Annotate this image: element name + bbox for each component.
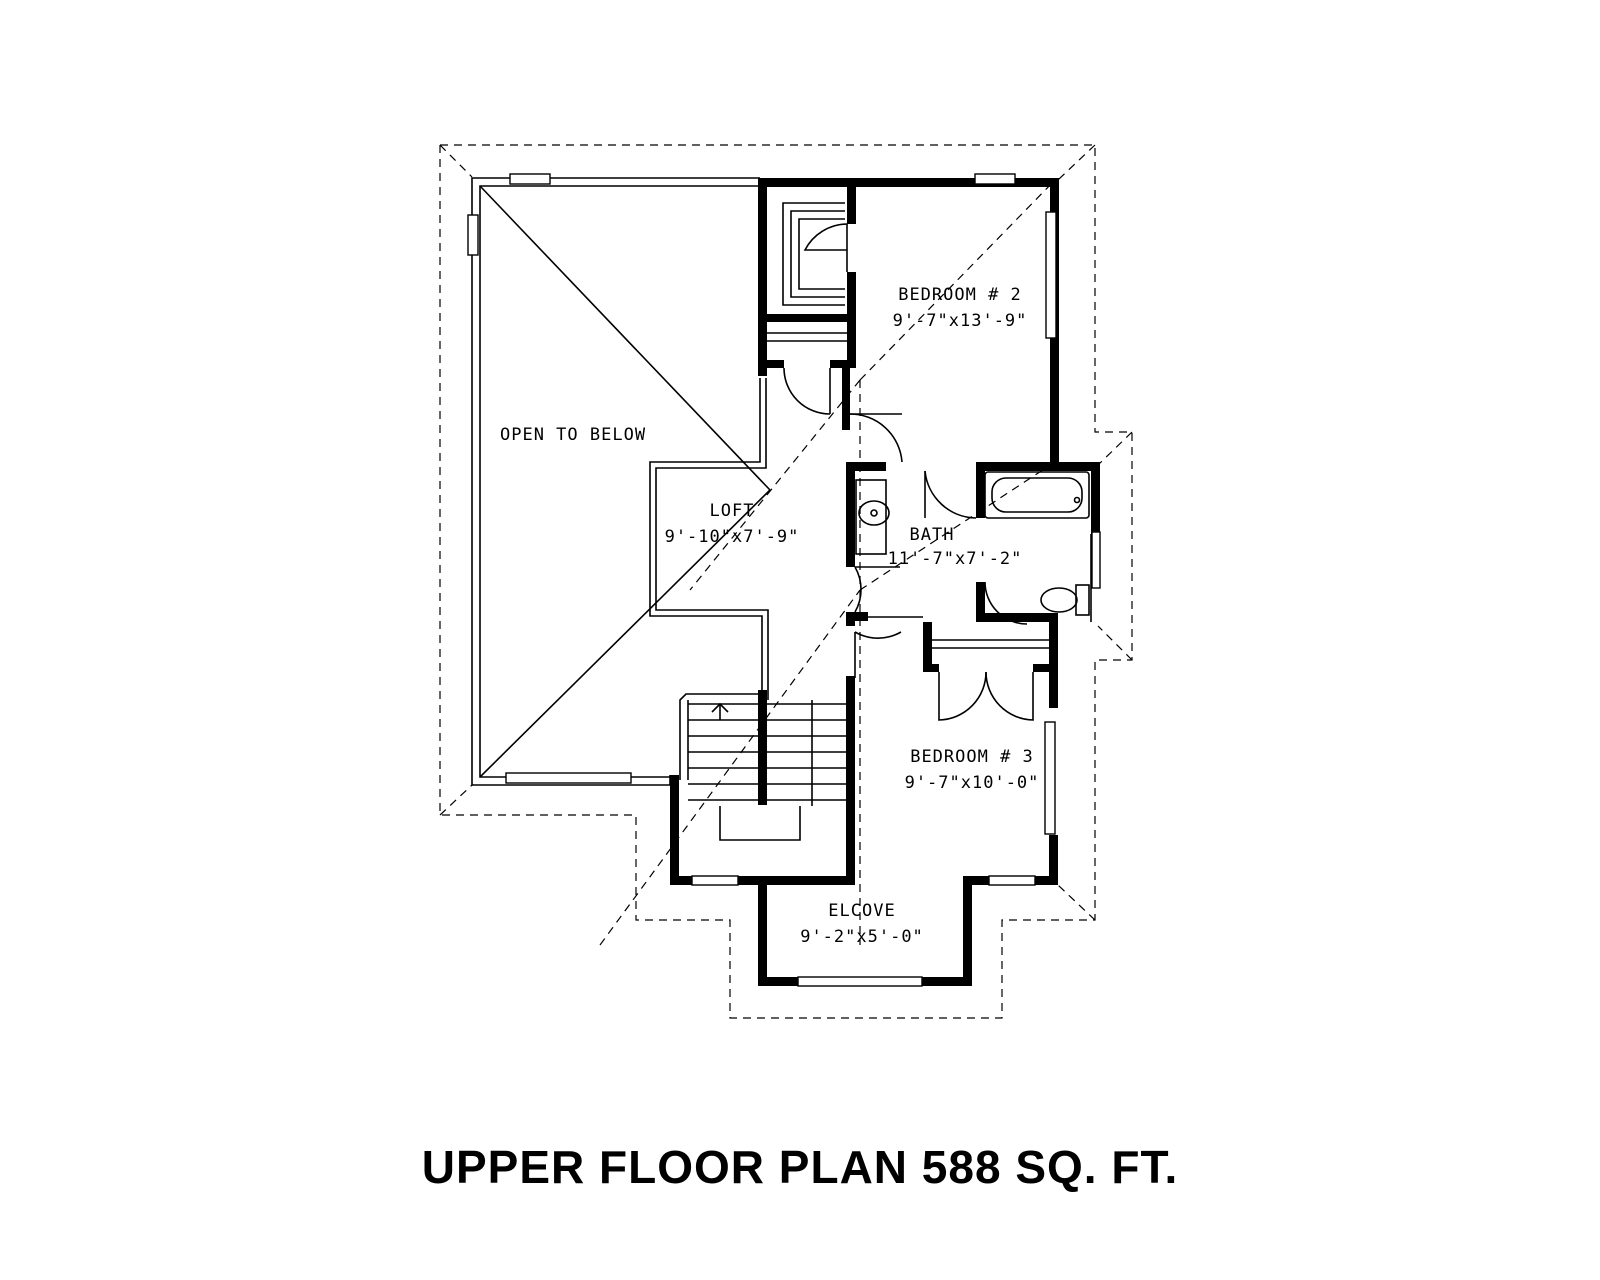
room-label-loft: LOFT 9'-10"x7'-9" [665, 501, 800, 547]
room-label-bedroom-3: BEDROOM # 3 9'-7"x10'-0" [905, 747, 1040, 793]
bath-fixtures [855, 471, 1092, 622]
bedroom-2-size: 9'-7"x13'-9" [893, 311, 1028, 331]
bedroom-3-name: BEDROOM # 3 [910, 747, 1034, 767]
room-label-bedroom-2: BEDROOM # 2 9'-7"x13'-9" [893, 285, 1028, 331]
elcove-size: 9'-2"x5'-0" [800, 927, 924, 947]
bedroom-2-name: BEDROOM # 2 [898, 285, 1022, 305]
bedroom-3-size: 9'-7"x10'-0" [905, 773, 1040, 793]
closet-shelves [767, 202, 847, 342]
bath-size: 11'-7"x7'-2" [888, 549, 1023, 569]
bath-name: BATH [910, 525, 955, 545]
walls [670, 178, 1100, 986]
roof-ridge-lines [599, 179, 1059, 946]
plan-title: UPPER FLOOR PLAN 588 SQ. FT. [421, 1141, 1179, 1193]
loft-size: 9'-10"x7'-9" [665, 527, 800, 547]
room-label-bath: BATH 11'-7"x7'-2" [888, 525, 1023, 569]
open-to-below-label: OPEN TO BELOW [500, 425, 646, 445]
room-label-open-to-below: OPEN TO BELOW [500, 425, 646, 445]
loft-railing [649, 378, 769, 700]
doors [783, 223, 1049, 721]
stair [679, 693, 846, 841]
room-label-elcove: ELCOVE 9'-2"x5'-0" [800, 901, 924, 947]
windows [467, 173, 1101, 987]
elcove-name: ELCOVE [828, 901, 895, 921]
loft-name: LOFT [710, 501, 755, 521]
roof-outline [439, 144, 1133, 1019]
